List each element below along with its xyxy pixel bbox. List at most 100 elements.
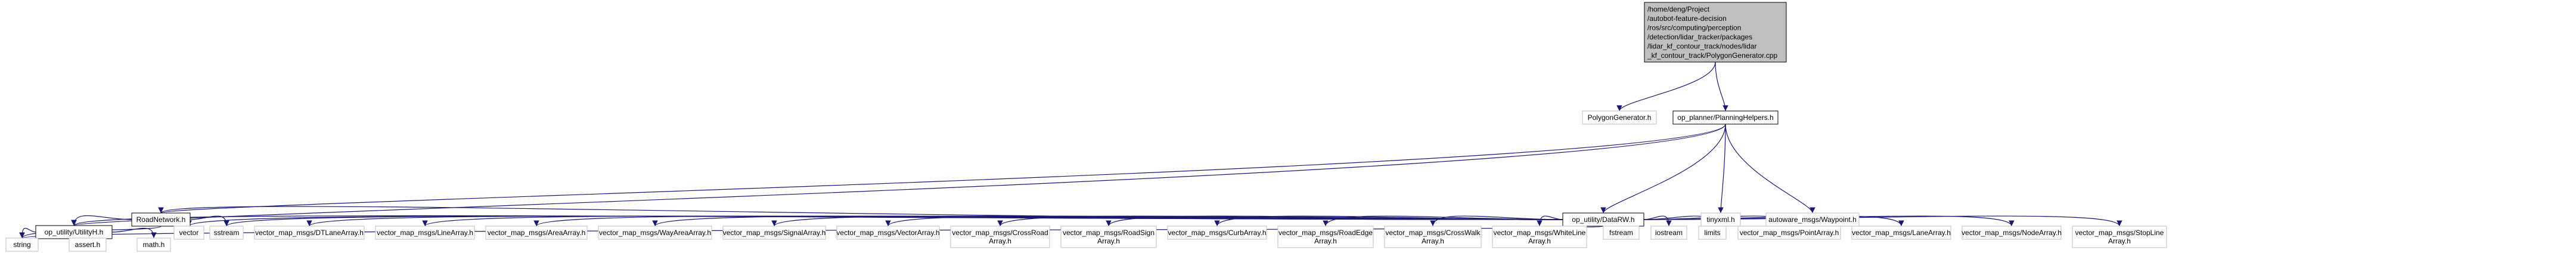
node-label: vector_map_msgs/RoadSign (1063, 229, 1154, 237)
node-label: /home/deng/Project (1647, 5, 1710, 14)
node-limits[interactable]: limits (1698, 226, 1727, 240)
node-nodearray[interactable]: vector_map_msgs/NodeArray.h (1962, 226, 2062, 240)
edge-planninghelpers-to-waypoint (1725, 124, 1815, 214)
node-sstream[interactable]: sstream (209, 226, 244, 240)
node-mathh[interactable]: math.h (136, 237, 171, 252)
edges-layer (19, 61, 2122, 239)
node-label: autoware_msgs/Waypoint.h (1768, 215, 1857, 224)
node-box (131, 212, 191, 227)
node-box (1277, 226, 1374, 248)
edge-planninghelpers-to-roadnetwork (159, 124, 1726, 214)
node-label: sstream (214, 229, 240, 237)
node-dtlanearray[interactable]: vector_map_msgs/DTLaneArray.h (254, 226, 365, 240)
node-label: vector_map_msgs/WhiteLine (1494, 229, 1586, 237)
node-label: string (13, 240, 30, 249)
edge-planninghelpers-to-utilityh (72, 124, 1726, 226)
node-label: /detection/lidar_tracker/packages (1647, 33, 1752, 41)
node-label: iostream (1655, 229, 1683, 237)
node-box (1167, 226, 1267, 240)
node-label: /lidar_kf_contour_track/nodes/lidar (1647, 42, 1756, 51)
node-label: Array.h (989, 237, 1011, 245)
node-label: vector_map_msgs/PointArray.h (1740, 229, 1839, 237)
node-label: vector (179, 229, 199, 237)
node-box (485, 226, 588, 240)
node-label: vector_map_msgs/NodeArray.h (1962, 229, 2062, 237)
node-planninghelpers[interactable]: op_planner/PlanningHelpers.h (1672, 110, 1779, 125)
node-label: Array.h (1528, 237, 1551, 245)
node-box (1737, 226, 1841, 240)
node-tinyxml[interactable]: tinyxml.h (1700, 212, 1741, 227)
node-box (254, 226, 365, 240)
node-datarw[interactable]: op_utility/DataRW.h (1562, 212, 1644, 227)
node-roadnetwork[interactable]: RoadNetwork.h (131, 212, 191, 227)
node-label: vector_map_msgs/CrossWalk (1386, 229, 1481, 237)
node-label: vector_map_msgs/LaneArray.h (1852, 229, 1951, 237)
node-lanearray[interactable]: vector_map_msgs/LaneArray.h (1851, 226, 1951, 240)
node-box (1492, 226, 1587, 248)
node-label: op_planner/PlanningHelpers.h (1677, 113, 1773, 122)
node-box (1582, 110, 1657, 125)
node-label: vector_map_msgs/DTLaneArray.h (255, 229, 364, 237)
node-linearray[interactable]: vector_map_msgs/LineArray.h (375, 226, 475, 240)
node-root[interactable]: /home/deng/Project/autobot-feature-decis… (1644, 2, 1787, 63)
node-fstream[interactable]: fstream (1603, 226, 1640, 240)
node-label: vector_map_msgs/CurbArray.h (1168, 229, 1266, 237)
node-areaarray[interactable]: vector_map_msgs/AreaArray.h (485, 226, 588, 240)
node-iostream[interactable]: iostream (1650, 226, 1687, 240)
node-string[interactable]: string (5, 237, 39, 252)
node-box (1603, 226, 1640, 240)
node-box (1060, 226, 1157, 248)
node-box (1384, 226, 1482, 248)
node-box (1962, 226, 2062, 240)
node-asserth[interactable]: assert.h (69, 237, 107, 252)
node-box (69, 237, 107, 252)
edge-datarw-to-stoplinearray (1643, 215, 2122, 227)
node-box (1698, 226, 1727, 240)
node-label: Array.h (2108, 237, 2131, 245)
node-vectorarray[interactable]: vector_map_msgs/VectorArray.h (836, 226, 940, 240)
node-utilityh[interactable]: op_utility/UtilityH.h (35, 225, 113, 239)
node-label: vector_map_msgs/LineArray.h (377, 229, 473, 237)
node-curbarray[interactable]: vector_map_msgs/CurbArray.h (1167, 226, 1267, 240)
node-label: Array.h (1314, 237, 1337, 245)
node-wayareaarray[interactable]: vector_map_msgs/WayAreaArray.h (598, 226, 712, 240)
node-box (5, 237, 39, 252)
node-box (2072, 226, 2167, 248)
node-box (722, 226, 826, 240)
node-waypoint[interactable]: autoware_msgs/Waypoint.h (1765, 212, 1860, 227)
node-label: vector_map_msgs/RoadEdge (1278, 229, 1373, 237)
node-signalarray[interactable]: vector_map_msgs/SignalArray.h (722, 226, 826, 240)
edge-planninghelpers-to-datarw (1600, 124, 1726, 214)
node-label: fstream (1609, 229, 1633, 237)
node-box (598, 226, 712, 240)
node-label: math.h (143, 240, 165, 249)
node-vector[interactable]: vector (173, 226, 204, 240)
node-box (1672, 110, 1779, 125)
node-label: _kf_contour_track/PolygonGenerator.cpp (1647, 51, 1777, 60)
node-label: /autobot-feature-decision (1647, 14, 1727, 23)
edge-root-to-polygongenerator (1616, 61, 1716, 112)
node-box (950, 226, 1050, 248)
node-label: vector_map_msgs/SignalArray.h (723, 229, 826, 237)
edge-datarw-to-roadedgearray (1323, 215, 1563, 227)
edge-datarw-to-crosswalkarray (1430, 215, 1563, 227)
edge-datarw-to-iostream (1643, 215, 1672, 227)
node-polygongenerator[interactable]: PolygonGenerator.h (1582, 110, 1657, 125)
node-label: RoadNetwork.h (136, 215, 186, 224)
node-box (1644, 2, 1787, 63)
node-box (375, 226, 475, 240)
node-box (1650, 226, 1687, 240)
node-box (136, 237, 171, 252)
node-label: vector_map_msgs/AreaArray.h (488, 229, 586, 237)
node-label: assert.h (75, 240, 101, 249)
edge-planninghelpers-to-tinyxml (1718, 124, 1726, 214)
node-label: /ros/src/computing/perception (1647, 24, 1741, 32)
node-pointarray[interactable]: vector_map_msgs/PointArray.h (1737, 226, 1841, 240)
